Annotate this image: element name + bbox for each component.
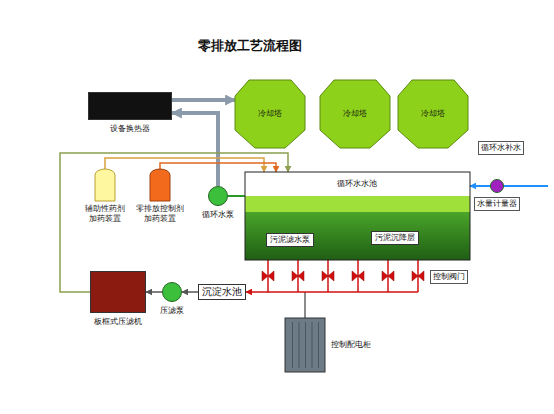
valve-row xyxy=(262,260,424,292)
callout-label: 控制阀门 xyxy=(430,270,468,284)
pipe-connector xyxy=(228,195,245,197)
valve-symbol xyxy=(352,271,364,281)
node-label: 冷却塔 xyxy=(343,109,367,119)
cooling-tower: 冷却塔 xyxy=(320,80,390,148)
label-box: 沉淀水池 xyxy=(198,284,246,300)
diagram-title: 零排放工艺流程图 xyxy=(150,38,350,54)
cooling-tower: 冷却塔 xyxy=(235,80,305,148)
pipe-connector xyxy=(160,163,276,172)
makeup-water-pipe xyxy=(504,185,548,187)
pipe-connector xyxy=(146,291,162,293)
pump-circle: 循环水泵 xyxy=(208,186,228,206)
valve-symbol xyxy=(412,271,424,281)
node-label: 水量计量器 xyxy=(474,197,520,211)
equipment-box: 设备换热器 xyxy=(88,92,172,120)
pipe-connector xyxy=(470,185,490,187)
node-label: 沉淀水池 xyxy=(202,286,242,298)
pipe-connector xyxy=(246,260,268,292)
node-label: 冷却塔 xyxy=(258,109,282,119)
node-label: 辅助性药剂 加药装置 xyxy=(82,204,128,223)
valve-symbol xyxy=(292,271,304,281)
label-box: 污泥沉降层 xyxy=(371,231,419,245)
water-pool: 循环水水池污泥滤水泵 污泥沉降层 xyxy=(245,172,470,260)
node-label: 冷却塔 xyxy=(421,109,445,119)
tank-shape xyxy=(95,169,115,201)
control-cabinet: 控制配电柜 xyxy=(285,318,325,372)
label-box: 污泥滤水泵 xyxy=(266,233,314,247)
sludge-pipe xyxy=(268,291,418,293)
pipe-connector xyxy=(172,98,235,102)
pump-circle: 压滤泵 xyxy=(162,282,182,302)
node-label: 循环水水池 xyxy=(337,179,377,189)
pipe-connector xyxy=(182,291,198,293)
node-label: 控制配电柜 xyxy=(331,340,371,350)
equipment-box: 板框式压滤机 xyxy=(90,271,146,313)
tank-shape xyxy=(150,169,170,201)
valve-symbol xyxy=(322,271,334,281)
control-wire xyxy=(304,292,306,318)
node-label: 板框式压滤机 xyxy=(94,317,142,327)
cabinet-shape xyxy=(285,318,325,372)
node-label: 零排放控制剂 加药装置 xyxy=(132,204,188,223)
pump-circle: 水量计量器 xyxy=(490,179,504,193)
dosing-tank: 零排放控制剂 加药装置 xyxy=(150,169,170,201)
node-label: 循环水泵 xyxy=(202,210,234,220)
node-label: 污泥沉降层 xyxy=(375,233,415,243)
node-label: 压滤泵 xyxy=(160,306,184,316)
node-label: 设备换热器 xyxy=(110,124,150,134)
pipe-connector xyxy=(105,158,264,172)
pipe-connector xyxy=(172,113,218,186)
callout-label: 循环水补水 xyxy=(478,141,524,155)
node-label: 污泥滤水泵 xyxy=(270,235,310,245)
valve-symbol xyxy=(382,271,394,281)
dosing-tank: 辅助性药剂 加药装置 xyxy=(95,169,115,201)
cooling-tower: 冷却塔 xyxy=(398,80,468,148)
